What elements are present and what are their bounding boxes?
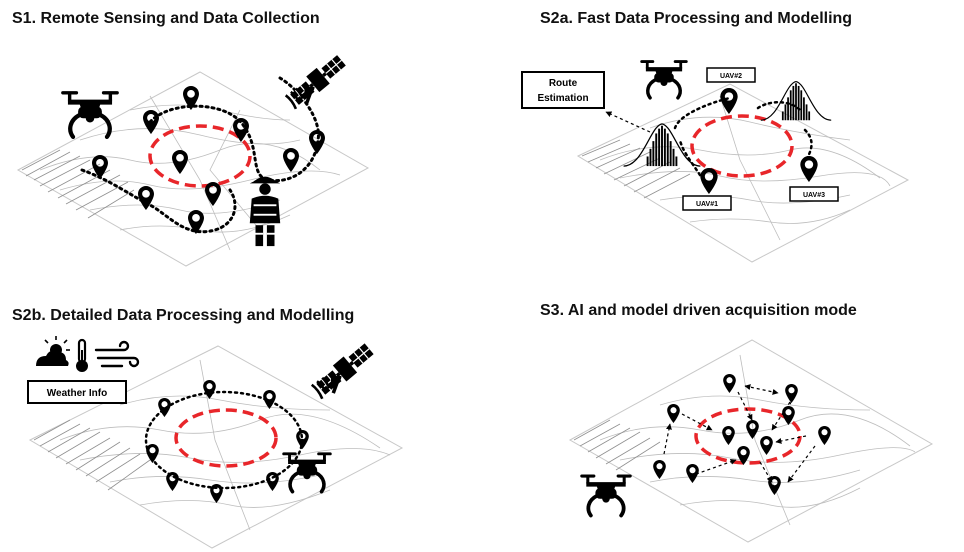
drone-icon [61, 91, 119, 137]
weather-info-label: Weather Info [47, 388, 107, 399]
panel-s1 [16, 51, 370, 267]
drone-icon [580, 475, 632, 516]
terrain-map-s2a [576, 83, 910, 263]
wind-icon [94, 340, 140, 368]
terrain-hatching-s2b [33, 419, 151, 491]
thermometer-icon [76, 338, 88, 372]
route-arrow [605, 111, 651, 133]
uav-label: UAV#3 [803, 192, 825, 199]
fire-boundary-s3 [694, 407, 802, 465]
terrain-hatching-s3 [573, 419, 661, 471]
flight-path-s2a [673, 96, 813, 177]
satellite-icon [284, 51, 350, 111]
panel-s2b: Weather Info [27, 336, 404, 549]
uav-label-box [706, 67, 756, 83]
uav-label-box [682, 195, 732, 211]
panel-title-s2a: S2a. Fast Data Processing and Modelling [540, 10, 853, 27]
terrain-hatching-s2a [581, 139, 691, 199]
terrain-lines-s3 [599, 354, 916, 526]
terrain-lines-s2b [59, 359, 391, 531]
uav-label: UAV#2 [720, 73, 742, 80]
panel-title-s3: S3. AI and model driven acquisition mode [540, 302, 857, 319]
sun-cloud-icon [36, 336, 70, 366]
panel-title-s2b: S2b. Detailed Data Processing and Modell… [12, 307, 355, 324]
satellite-icon [310, 339, 378, 401]
uav-label: UAV#1 [696, 201, 718, 208]
uav-label-box [789, 186, 839, 202]
route-estimation-label-1: Route [549, 78, 578, 89]
route-estimation-label-2: Estimation [537, 93, 588, 104]
terrain-hatching-s1 [21, 149, 135, 219]
weather-info-box [27, 380, 127, 404]
panel-s3 [568, 339, 934, 543]
fire-boundary-s2b [174, 408, 278, 468]
flight-path-s1b [80, 168, 237, 234]
terrain-map-s3 [568, 339, 934, 543]
panel-s2a: Route Estimation UAV#2 UAV#1 UAV#3 [521, 60, 910, 263]
route-estimation-box [521, 71, 605, 109]
fire-boundary-s1 [148, 124, 252, 188]
drone-icon [640, 60, 687, 98]
panel-title-s1: S1. Remote Sensing and Data Collection [12, 10, 320, 27]
fire-boundary-s2a [690, 114, 794, 178]
